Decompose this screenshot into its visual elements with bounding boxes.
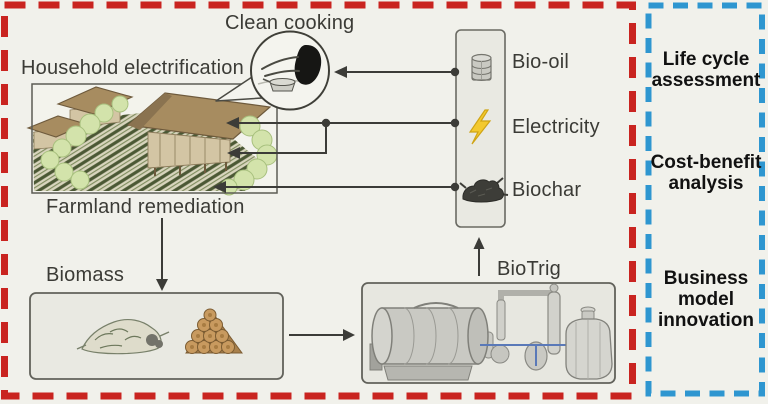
flow-panel-border: [1, 1, 636, 400]
electricity-label: Electricity: [512, 116, 600, 138]
household-electrification-label: Household electrification: [21, 57, 244, 79]
biotrig-label: BioTrig: [497, 258, 562, 280]
cooking-pot-scene-icon: [257, 44, 322, 92]
biochar-label: Biochar: [512, 179, 582, 201]
village-frame: [31, 83, 278, 194]
arrow-biochar-to-farmland: [213, 181, 460, 193]
blue-pipe: [480, 344, 566, 366]
bio-oil-label: Bio-oil: [512, 51, 569, 73]
oil-barrel-icon: [471, 53, 492, 81]
products-box: [455, 29, 509, 228]
arrow-farmland-to-biomass: [156, 218, 168, 291]
stilt-house-icon: [126, 92, 272, 176]
biomass-label: Biomass: [46, 264, 125, 286]
biotrig-box: [361, 282, 616, 384]
lightning-bolt-icon: [468, 109, 492, 145]
arrow-biotrig-to-products: [473, 237, 485, 276]
cost-benefit-analysis-label: Cost-benefit analysis: [650, 152, 762, 194]
pyrolysis-plant-illustration: [369, 283, 613, 381]
biomass-box: [29, 292, 284, 380]
log-pile-icon: [185, 308, 243, 354]
biochar-pile-icon: [459, 177, 509, 203]
arrow-biomass-to-biotrig: [289, 329, 355, 341]
village-farmland-illustration: [26, 83, 278, 196]
arrow-electricity-to-village: [226, 117, 460, 159]
straw-residue-icon: [76, 318, 170, 355]
flow-lines: [156, 66, 485, 341]
arrow-biooil-to-cooking: [334, 66, 460, 78]
clean-cooking-bubble: [215, 30, 330, 111]
clean-cooking-label: Clean cooking: [225, 12, 355, 34]
assessment-panel-border: [645, 2, 765, 397]
business-model-innovation-label: Business model innovation: [657, 268, 755, 331]
farmland-remediation-label: Farmland remediation: [46, 196, 245, 218]
life-cycle-assessment-label: Life cycle assessment: [651, 49, 761, 91]
